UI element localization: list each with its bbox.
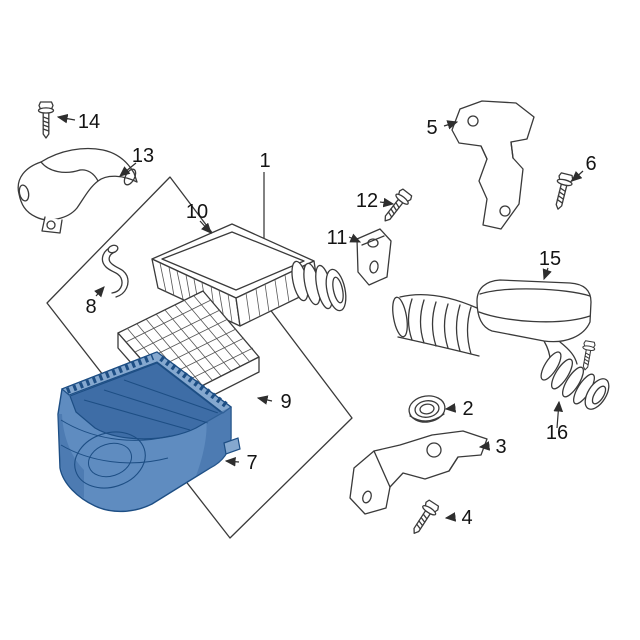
callout-label-14: 14 [78,111,100,133]
part-6-screw [550,171,575,212]
callout-label-3: 3 [495,436,506,458]
callout-label-6: 6 [585,153,596,175]
part-3-bracket [349,430,488,515]
housing-left-shade [58,414,84,498]
callout-label-12: 12 [356,190,378,212]
callout-leader-16 [553,400,564,429]
callout-label-10: 10 [186,201,208,223]
callout-leader-3 [478,441,491,451]
part-16-clamp-screw [578,339,597,372]
part-8-clip [101,244,129,298]
callout-leader-12 [379,197,395,208]
part-7-air-cleaner-housing [57,351,241,513]
callout-label-11: 11 [327,227,348,249]
part-11-bracket [356,228,392,286]
part-2-grommet [408,395,446,423]
part-12-screw [378,187,414,227]
callout-leader-2 [444,403,457,413]
part-13-air-inlet-duct [17,147,138,234]
callout-label-15: 15 [539,248,561,270]
housing-latch-tab [223,437,241,455]
housing-contour-lines [60,419,171,464]
callout-leader-15 [542,267,552,281]
callout-leader-14 [56,113,76,124]
callout-leader-9 [256,395,273,405]
callout-label-1: 1 [259,150,270,172]
callout-leader-4 [444,512,457,522]
housing-interior [69,362,224,440]
callout-label-4: 4 [461,507,472,529]
callout-labels: 1 2 3 4 5 6 7 8 9 10 11 12 13 14 15 16 [78,111,597,529]
callout-leader-8 [94,286,105,298]
housing-recess-inner [88,442,132,478]
callout-label-5: 5 [426,117,437,139]
part-16-air-duct [540,339,610,410]
callout-leader-13 [119,162,137,177]
callout-label-9: 9 [280,391,291,413]
part-4-screw [407,498,441,539]
callout-label-13: 13 [132,145,154,167]
callout-leader-6 [571,170,584,182]
housing-interior-ribs [83,379,219,431]
callout-label-2: 2 [462,398,473,420]
callout-leaders [56,113,584,522]
part-15-air-outlet-duct [392,279,592,365]
callout-label-8: 8 [85,296,96,318]
part-14-screw [37,101,55,139]
callout-leader-10 [199,220,212,234]
callout-leader-7 [224,456,240,467]
housing-serrated-flange-left [65,354,155,394]
callout-leader-11 [348,233,362,243]
housing-recess [74,431,146,489]
callout-label-16: 16 [546,422,568,444]
part-5-bracket [451,100,535,230]
housing-right-shade [196,407,231,476]
callout-leader-5 [443,120,459,130]
callout-label-7: 7 [246,452,257,474]
